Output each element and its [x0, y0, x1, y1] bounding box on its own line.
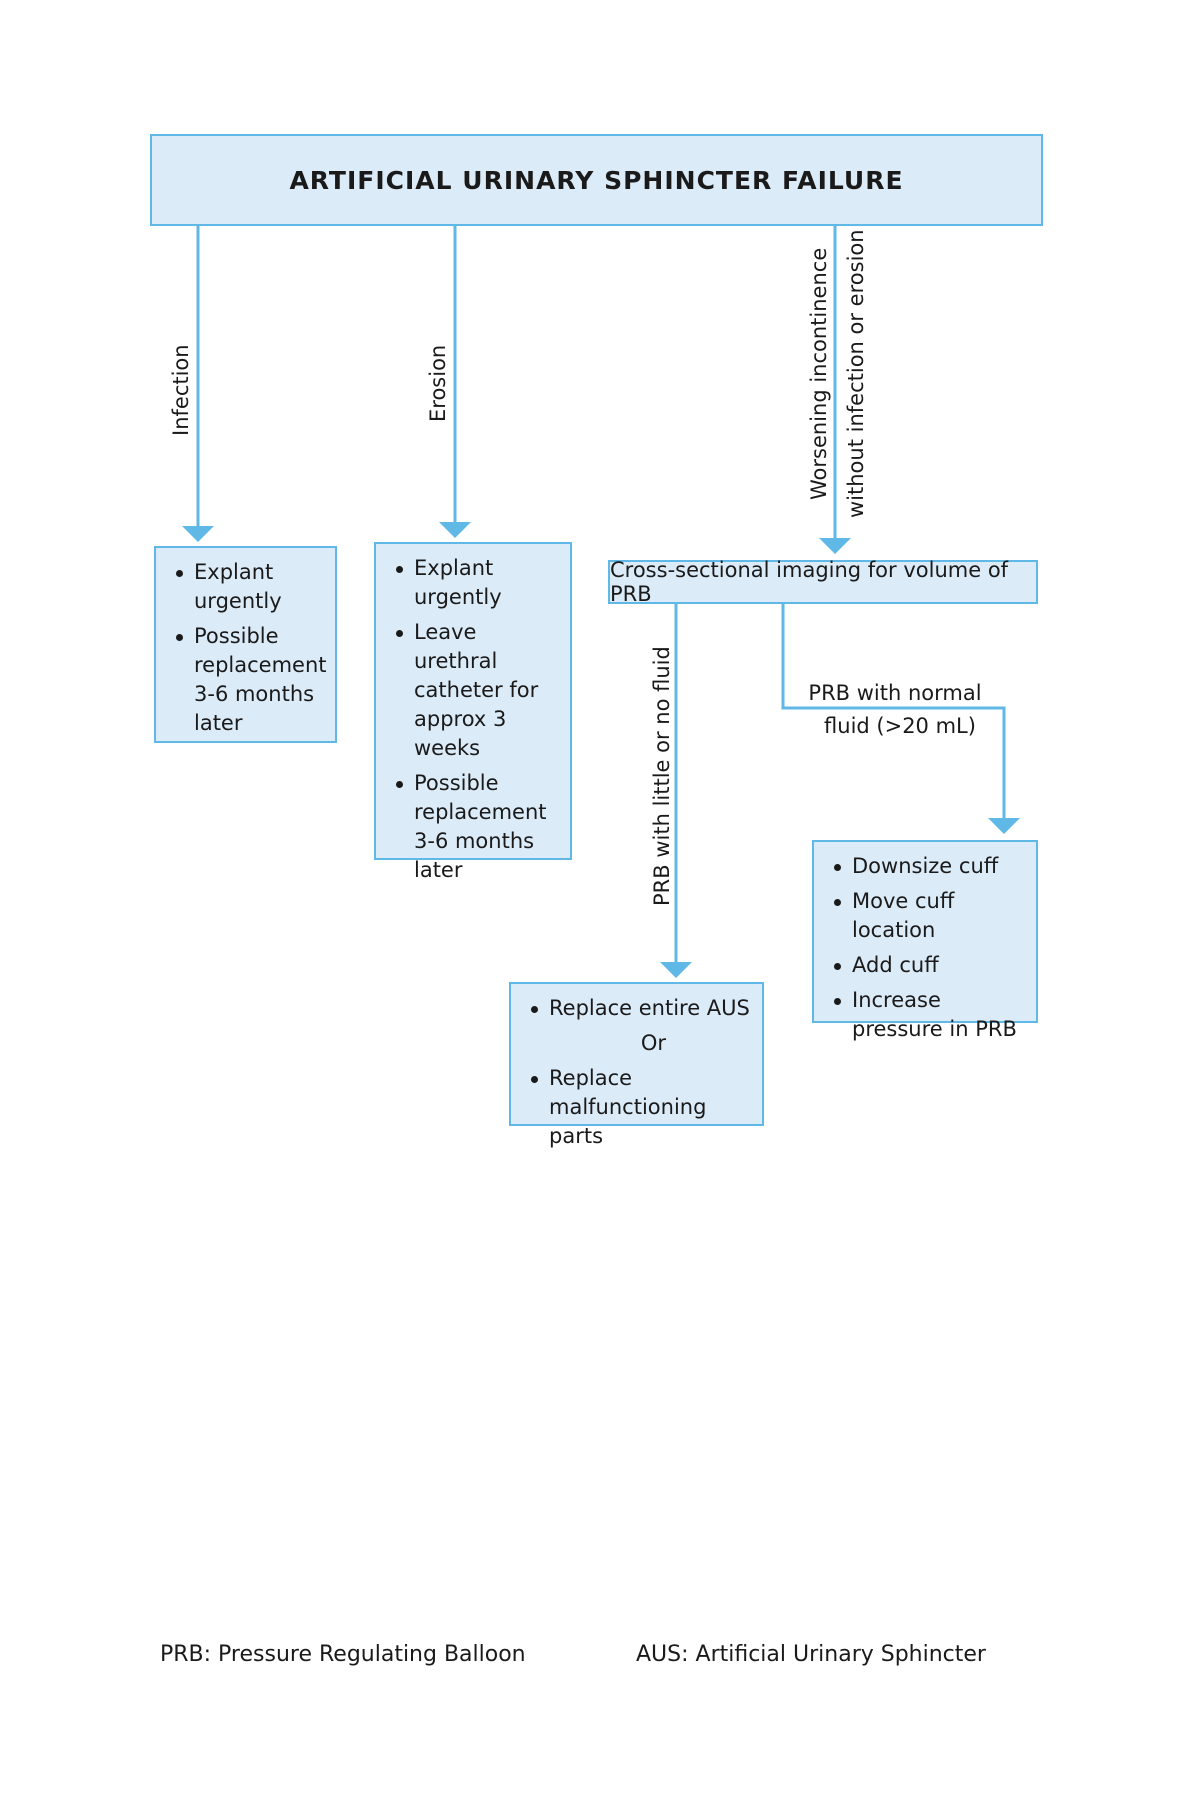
label-worsening-line1: Worsening incontinence	[807, 247, 831, 500]
label-worsening-line2: without infection or erosion	[844, 229, 868, 518]
little-fluid-box: Replace entire AUS Or Replace malfunctio…	[509, 982, 764, 1148]
imaging-text: Cross-sectional imaging for volume of PR…	[610, 558, 1009, 606]
list-item: Move cuff location	[814, 887, 1032, 945]
list-item: Possible replacement 3-6 months later	[376, 769, 564, 885]
label-normal-fluid-line2: fluid (>20 mL)	[824, 714, 976, 738]
or-text: Or	[640, 1031, 667, 1055]
arrowhead-erosion	[439, 522, 471, 538]
arrowhead-little-fluid	[660, 962, 692, 978]
list-item: Increase pressure in PRB	[814, 986, 1032, 1044]
arrowhead-worsening	[819, 538, 851, 554]
label-little-fluid: PRB with little or no fluid	[650, 646, 674, 906]
infection-box: Explant urgently Possible replacement 3-…	[154, 546, 337, 743]
diagram-title: ARTIFICIAL URINARY SPHINCTER FAILURE	[289, 165, 904, 195]
label-infection: Infection	[169, 344, 193, 436]
legend-prb: PRB: Pressure Regulating Balloon	[160, 1642, 526, 1667]
arrowhead-normal-fluid	[988, 818, 1020, 834]
legend-aus: AUS: Artificial Urinary Sphincter	[636, 1642, 986, 1667]
list-item: Downsize cuff	[814, 852, 1032, 881]
label-normal-fluid-line1: PRB with normal	[808, 681, 982, 705]
list-item: Replace malfunctioning parts	[511, 1064, 756, 1151]
list-item: Explant urgently	[156, 558, 329, 616]
list-item: Explant urgently	[376, 554, 564, 612]
normal-fluid-box: Downsize cuff Move cuff location Add cuf…	[812, 840, 1038, 1041]
label-erosion: Erosion	[426, 344, 450, 422]
imaging-box: Cross-sectional imaging for volume of PR…	[608, 558, 1038, 606]
title-box: ARTIFICIAL URINARY SPHINCTER FAILURE	[150, 134, 1043, 226]
erosion-box: Explant urgently Leave urethral catheter…	[374, 542, 572, 882]
arrowhead-infection	[182, 526, 214, 542]
list-item: Leave urethral catheter for approx 3 wee…	[376, 618, 564, 763]
list-item: Add cuff	[814, 951, 1032, 980]
list-item: Replace entire AUS	[511, 994, 756, 1023]
list-item: Possible replacement 3-6 months later	[156, 622, 329, 738]
connector-normal-fluid	[781, 604, 1006, 820]
